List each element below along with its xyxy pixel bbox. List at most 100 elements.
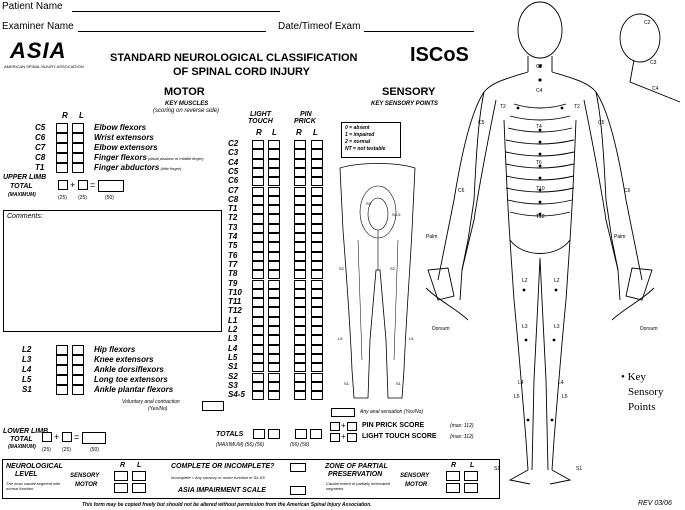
- upper-muscle-l-box[interactable]: [72, 163, 84, 173]
- patient-name-field[interactable]: [72, 11, 280, 12]
- pin-prick-cell[interactable]: [294, 372, 306, 382]
- lt-total-r-box[interactable]: [253, 429, 265, 439]
- light-touch-cell[interactable]: [252, 270, 264, 280]
- pin-prick-cell[interactable]: [311, 288, 323, 299]
- pin-prick-cell[interactable]: [294, 177, 306, 187]
- upper-muscle-r-box[interactable]: [56, 153, 68, 163]
- upper-muscle-r-box[interactable]: [56, 133, 68, 143]
- pin-prick-cell[interactable]: [294, 251, 306, 261]
- upper-muscle-l-box[interactable]: [72, 133, 84, 143]
- light-touch-cell[interactable]: [268, 298, 280, 308]
- complete-incomplete-box[interactable]: [290, 463, 306, 472]
- light-touch-cell[interactable]: [252, 186, 264, 196]
- pin-prick-cell[interactable]: [311, 335, 323, 345]
- date-time-field[interactable]: [364, 31, 474, 32]
- lower-muscle-r-box[interactable]: [56, 355, 68, 365]
- light-touch-cell[interactable]: [268, 158, 280, 168]
- light-touch-cell[interactable]: [268, 223, 280, 233]
- light-touch-cell[interactable]: [252, 177, 264, 187]
- light-touch-cell[interactable]: [268, 307, 280, 317]
- upper-total-l-box[interactable]: [78, 180, 88, 190]
- pin-prick-cell[interactable]: [294, 149, 306, 159]
- light-touch-cell[interactable]: [268, 242, 280, 252]
- comments-box[interactable]: Comments:: [3, 210, 222, 332]
- light-touch-cell[interactable]: [268, 260, 280, 271]
- pin-prick-cell[interactable]: [294, 298, 306, 308]
- zpp-motor-l[interactable]: [464, 483, 478, 493]
- pin-prick-cell[interactable]: [311, 391, 323, 401]
- pin-prick-cell[interactable]: [294, 223, 306, 233]
- light-touch-cell[interactable]: [268, 288, 280, 299]
- pin-prick-cell[interactable]: [311, 298, 323, 308]
- pin-prick-cell[interactable]: [311, 242, 323, 252]
- pin-prick-cell[interactable]: [311, 233, 323, 243]
- light-touch-cell[interactable]: [268, 186, 280, 196]
- light-touch-cell[interactable]: [268, 233, 280, 243]
- light-touch-cell[interactable]: [252, 140, 264, 150]
- light-touch-cell[interactable]: [252, 214, 264, 224]
- pin-prick-cell[interactable]: [311, 251, 323, 261]
- light-touch-cell[interactable]: [252, 205, 264, 215]
- pin-prick-cell[interactable]: [311, 158, 323, 168]
- light-touch-cell[interactable]: [268, 326, 280, 336]
- pin-prick-cell[interactable]: [294, 205, 306, 215]
- light-touch-cell[interactable]: [268, 140, 280, 150]
- light-touch-cell[interactable]: [252, 223, 264, 233]
- pp-score-b[interactable]: [347, 422, 357, 431]
- light-touch-cell[interactable]: [252, 353, 264, 364]
- pin-prick-cell[interactable]: [311, 223, 323, 233]
- pin-prick-cell[interactable]: [294, 158, 306, 168]
- lower-muscle-l-box[interactable]: [72, 355, 84, 365]
- lower-total-r-box[interactable]: [42, 432, 52, 442]
- upper-total-r-box[interactable]: [58, 180, 68, 190]
- pin-prick-cell[interactable]: [311, 326, 323, 336]
- light-touch-cell[interactable]: [268, 251, 280, 261]
- zpp-sensory-l[interactable]: [464, 471, 478, 481]
- pin-prick-cell[interactable]: [311, 149, 323, 159]
- light-touch-cell[interactable]: [268, 214, 280, 224]
- lt-total-l-box[interactable]: [268, 429, 280, 439]
- light-touch-cell[interactable]: [252, 158, 264, 168]
- light-touch-cell[interactable]: [252, 326, 264, 336]
- pin-prick-cell[interactable]: [294, 363, 306, 373]
- light-touch-cell[interactable]: [268, 344, 280, 354]
- asia-impairment-scale-box[interactable]: [290, 486, 306, 495]
- upper-muscle-r-box[interactable]: [56, 143, 68, 153]
- light-touch-cell[interactable]: [252, 344, 264, 354]
- light-touch-cell[interactable]: [252, 363, 264, 373]
- pin-prick-cell[interactable]: [294, 186, 306, 196]
- lower-muscle-r-box[interactable]: [56, 365, 68, 375]
- pin-prick-cell[interactable]: [294, 381, 306, 392]
- upper-muscle-l-box[interactable]: [72, 153, 84, 163]
- light-touch-cell[interactable]: [252, 316, 264, 326]
- upper-muscle-l-box[interactable]: [72, 123, 84, 133]
- examiner-name-field[interactable]: [78, 31, 266, 32]
- light-touch-cell[interactable]: [268, 270, 280, 280]
- pin-prick-cell[interactable]: [311, 177, 323, 187]
- pin-prick-cell[interactable]: [311, 140, 323, 150]
- pin-prick-cell[interactable]: [311, 205, 323, 215]
- pin-prick-cell[interactable]: [311, 270, 323, 280]
- nl-sensory-l[interactable]: [132, 471, 146, 481]
- lower-total-box[interactable]: [82, 432, 106, 444]
- nl-motor-l[interactable]: [132, 483, 146, 493]
- light-touch-cell[interactable]: [252, 372, 264, 382]
- light-touch-cell[interactable]: [268, 177, 280, 187]
- pin-prick-cell[interactable]: [294, 270, 306, 280]
- light-touch-cell[interactable]: [252, 279, 264, 289]
- light-touch-cell[interactable]: [252, 307, 264, 317]
- pin-prick-cell[interactable]: [294, 344, 306, 354]
- nl-sensory-r[interactable]: [114, 471, 128, 481]
- pp-score-a[interactable]: [330, 422, 340, 431]
- pp-total-r-box[interactable]: [295, 429, 307, 439]
- pin-prick-cell[interactable]: [311, 344, 323, 354]
- pin-prick-cell[interactable]: [294, 316, 306, 326]
- pin-prick-cell[interactable]: [311, 279, 323, 289]
- upper-muscle-r-box[interactable]: [56, 163, 68, 173]
- light-touch-cell[interactable]: [252, 381, 264, 392]
- pin-prick-cell[interactable]: [311, 363, 323, 373]
- light-touch-cell[interactable]: [268, 279, 280, 289]
- light-touch-cell[interactable]: [252, 391, 264, 401]
- light-touch-cell[interactable]: [252, 149, 264, 159]
- light-touch-cell[interactable]: [252, 251, 264, 261]
